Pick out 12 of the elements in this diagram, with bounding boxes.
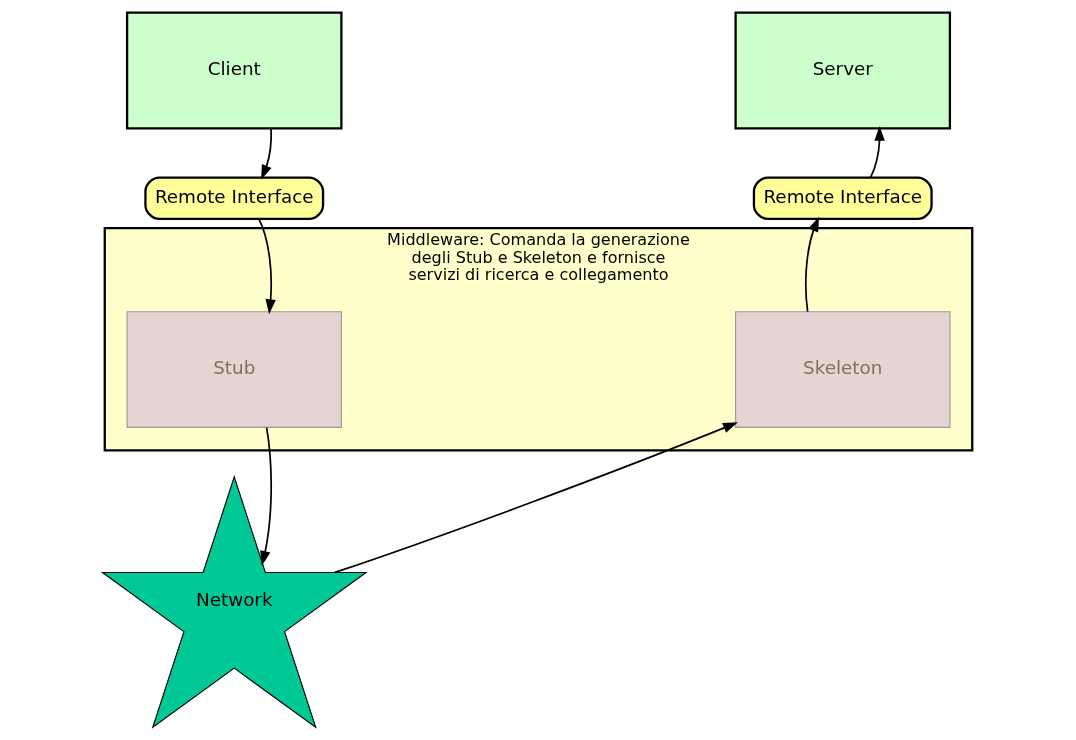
- arrow: [257, 218, 276, 315]
- node-box: Skeleton: [734, 311, 950, 429]
- arrow: [260, 127, 272, 180]
- node-box: Stub: [126, 311, 342, 429]
- node-box: Client: [125, 11, 343, 130]
- node-box: Server: [733, 11, 951, 130]
- node-box: Remote Interface: [752, 176, 933, 221]
- arrow: [333, 422, 738, 574]
- arrow: [259, 426, 272, 566]
- arrow: [869, 125, 885, 179]
- arrow: [804, 216, 819, 313]
- node-box: Remote Interface: [143, 176, 324, 221]
